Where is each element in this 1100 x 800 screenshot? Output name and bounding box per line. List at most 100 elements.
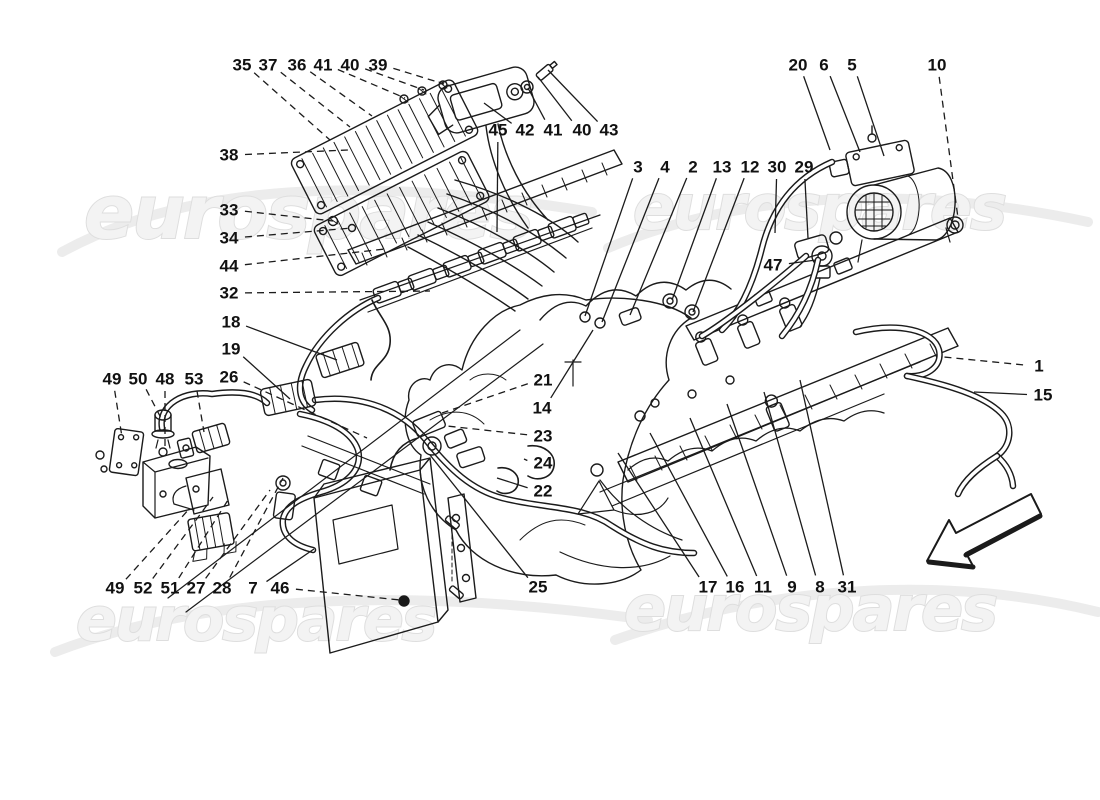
callout-label-20: 20 <box>789 56 808 75</box>
direction-arrow <box>926 493 1043 570</box>
callout-label-15: 15 <box>1034 386 1053 405</box>
leader-line-1 <box>943 356 1024 366</box>
leader-line-17 <box>617 452 700 578</box>
leader-line-7 <box>266 548 315 583</box>
leader-line-40 <box>537 76 573 122</box>
watermark-text: eurospares <box>84 170 532 256</box>
callout-label-13: 13 <box>713 158 732 177</box>
callout-label-49: 49 <box>103 370 122 389</box>
callout-label-40: 40 <box>573 121 592 140</box>
leader-line-26 <box>243 381 368 439</box>
ignition-power-unit <box>427 66 535 136</box>
callout-label-14: 14 <box>533 399 552 418</box>
leader-line-16 <box>649 432 728 577</box>
lower-cam-cover <box>564 327 959 507</box>
callout-label-16: 16 <box>726 578 745 597</box>
callout-label-22: 22 <box>534 482 553 501</box>
leader-line-36 <box>309 71 373 117</box>
callout-label-3: 3 <box>633 158 642 177</box>
leader-line-40 <box>364 68 425 91</box>
leader-line-41 <box>337 68 406 99</box>
leader-line-11 <box>689 417 758 577</box>
leader-line-2 <box>629 177 688 316</box>
callout-label-33: 33 <box>220 201 239 220</box>
callout-label-43: 43 <box>600 121 619 140</box>
callout-label-52: 52 <box>134 579 153 598</box>
leader-line-18 <box>245 325 338 361</box>
leader-line-33 <box>244 210 334 222</box>
check-valve <box>794 231 843 260</box>
leader-line-39 <box>393 67 445 85</box>
leader-line-4 <box>601 177 660 323</box>
ignition-ecu-modules <box>290 79 490 277</box>
watermark-text: eurospares <box>76 585 436 655</box>
callout-label-18: 18 <box>222 313 241 332</box>
callout-label-32: 32 <box>220 284 239 303</box>
engine-block <box>404 279 732 585</box>
relay-tab <box>176 437 195 459</box>
callout-label-7: 7 <box>248 579 257 598</box>
callout-label-11: 11 <box>754 578 772 597</box>
callout-label-27: 27 <box>187 579 206 598</box>
callout-label-41: 41 <box>314 56 333 75</box>
bracket-screw <box>100 465 108 473</box>
callout-label-37: 37 <box>259 56 278 75</box>
leader-line-22 <box>496 477 528 489</box>
leader-line-35 <box>253 72 331 141</box>
callout-label-44: 44 <box>220 257 239 276</box>
leader-line-49 <box>114 390 123 438</box>
leader-line-8 <box>763 391 817 576</box>
fuel-rail <box>685 216 964 341</box>
leader-line-12 <box>692 177 745 313</box>
callout-label-1: 1 <box>1034 357 1043 376</box>
watermark-layer: eurospares eurospares eurospares eurospares <box>50 169 1100 657</box>
reservoir-tank <box>142 446 211 519</box>
tank-cap-sender <box>151 409 175 457</box>
leader-line-52 <box>152 496 214 579</box>
callout-label-19: 19 <box>222 340 241 359</box>
leader-line-43 <box>547 69 599 123</box>
callout-label-38: 38 <box>220 146 239 165</box>
fuel-injectors <box>695 297 803 366</box>
watermark-text: eurospares <box>624 572 996 645</box>
callout-label-34: 34 <box>220 229 239 248</box>
leader-line-32 <box>244 290 431 294</box>
leader-line-41 <box>527 87 546 120</box>
leader-line-6 <box>829 75 861 153</box>
callout-label-9: 9 <box>787 578 796 597</box>
callout-label-53: 53 <box>185 370 204 389</box>
leader-line-50 <box>145 389 162 419</box>
leader-line-38 <box>244 149 349 156</box>
leader-line-30 <box>774 178 778 234</box>
relay <box>191 422 231 454</box>
leader-line-27 <box>205 489 271 579</box>
leader-line-42 <box>483 102 513 124</box>
watermark-text: eurospares <box>633 171 1005 244</box>
leader-line-5 <box>856 76 885 157</box>
leader-line-20 <box>803 76 831 151</box>
callout-label-4: 4 <box>660 158 670 177</box>
leader-line-24 <box>523 458 528 462</box>
callout-label-49: 49 <box>106 579 125 598</box>
callout-label-28: 28 <box>213 579 232 598</box>
ecu-box <box>313 457 477 654</box>
leader-line-15 <box>973 391 1028 396</box>
leader-line-3 <box>584 178 634 317</box>
callout-label-46: 46 <box>271 579 290 598</box>
callout-label-39: 39 <box>369 56 388 75</box>
leader-line-47 <box>788 259 817 265</box>
callout-label-2: 2 <box>688 158 697 177</box>
leader-line-37 <box>280 71 351 128</box>
engine-illustration <box>95 60 1043 654</box>
spark-plug-connectors <box>372 212 590 304</box>
callout-label-24: 24 <box>534 454 553 473</box>
callout-label-51: 51 <box>161 579 180 598</box>
leader-line-14 <box>550 329 594 399</box>
callout-label-48: 48 <box>156 370 175 389</box>
callout-label-50: 50 <box>129 370 148 389</box>
leader-line-34 <box>244 227 353 238</box>
leader-line-31 <box>799 379 845 576</box>
